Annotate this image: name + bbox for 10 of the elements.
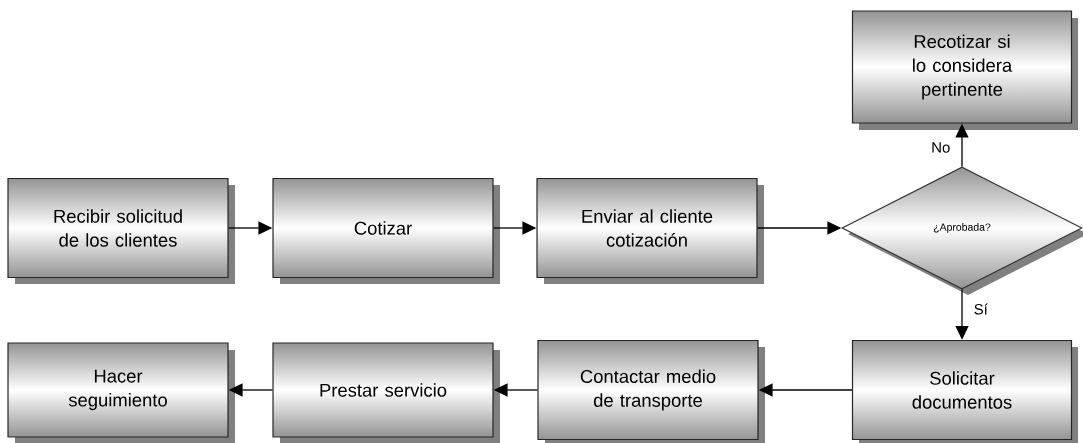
edge-label: Sí bbox=[972, 301, 990, 317]
process-box: Recotizar si lo considera pertinente bbox=[851, 10, 1078, 130]
process-box: Recibir solicitud de los clientes bbox=[7, 177, 235, 284]
edge-label: No bbox=[929, 140, 952, 155]
process-box: Cotizar bbox=[272, 177, 500, 284]
process-box: Prestar servicio bbox=[272, 342, 500, 443]
process-box: Solicitar documentos bbox=[851, 339, 1078, 443]
process-box: Contactar medio de transporte bbox=[537, 339, 765, 443]
process-box: Hacer seguimiento bbox=[7, 342, 235, 443]
process-box: Enviar al cliente cotización bbox=[536, 177, 764, 284]
